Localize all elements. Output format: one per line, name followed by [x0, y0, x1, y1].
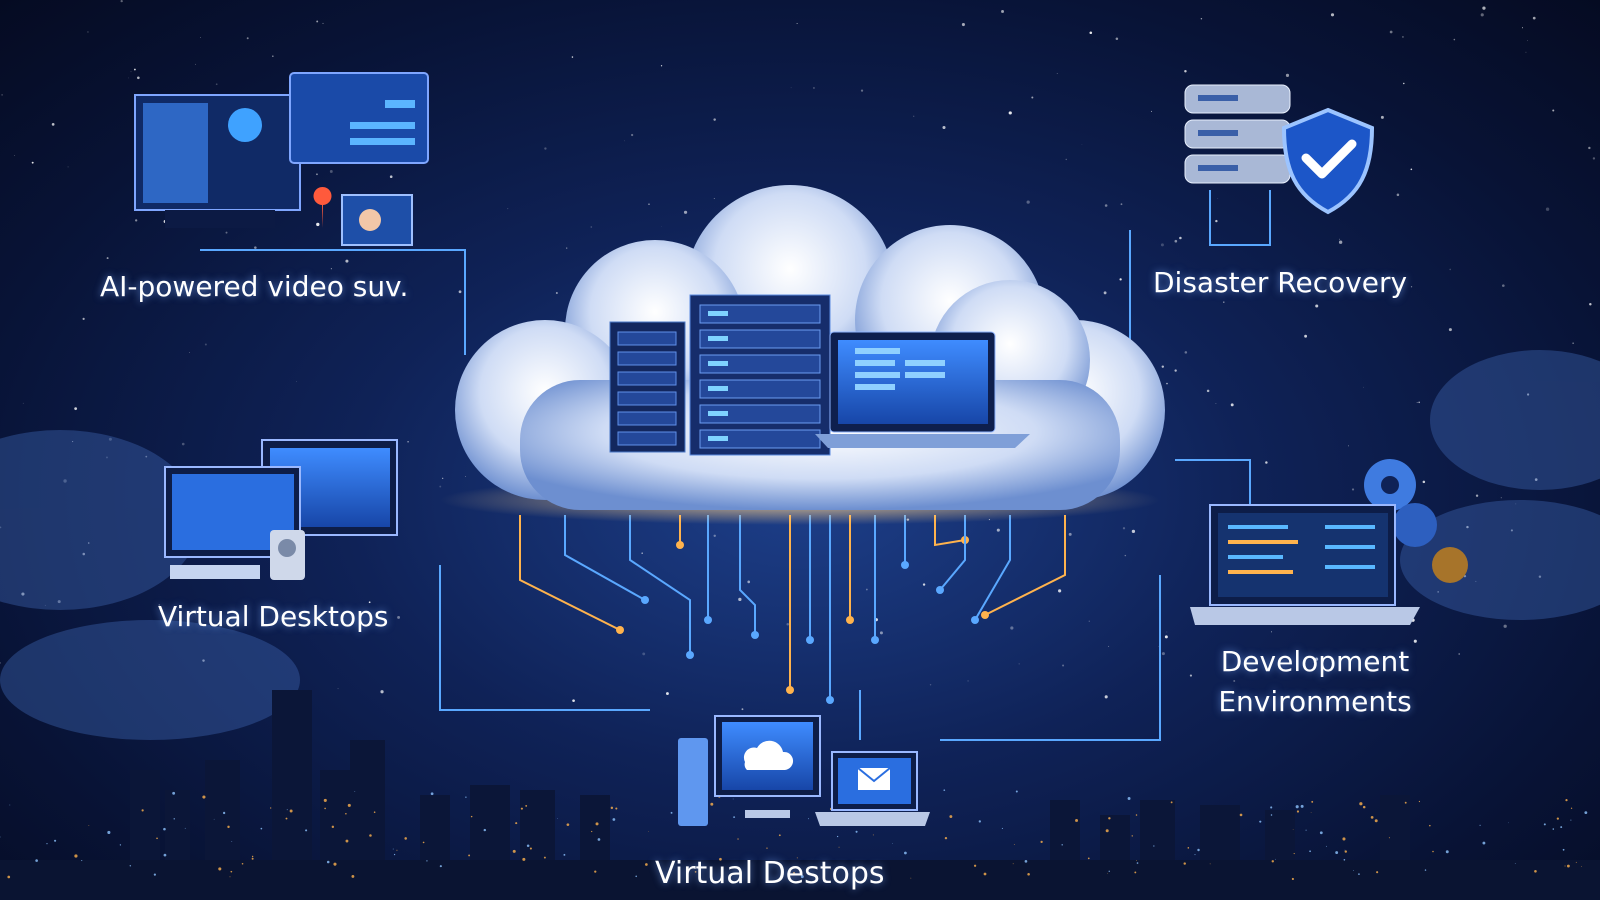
cloud-icon	[743, 740, 794, 770]
connector-lines	[200, 190, 1271, 741]
label-development-environments: Development Environments	[1195, 642, 1435, 722]
database-icon	[1184, 84, 1291, 184]
laptop-icon	[1190, 504, 1420, 625]
label-development-line2: Environments	[1218, 685, 1412, 718]
label-video-surveillance: AI-powered video suv.	[100, 270, 409, 303]
shield-check-icon	[1281, 107, 1375, 215]
label-virtual-desktops-bottom: Virtual Destops	[655, 856, 885, 891]
desktop-computer-icon	[678, 715, 821, 826]
laptop-icon	[815, 331, 1030, 448]
label-disaster-recovery: Disaster Recovery	[1153, 266, 1408, 299]
surveillance-monitor-icon	[134, 72, 429, 246]
label-development-line1: Development	[1220, 645, 1410, 678]
city-skyline	[0, 690, 1600, 900]
label-virtual-desktops: Virtual Desktops	[158, 600, 389, 633]
background-clouds	[0, 350, 1600, 740]
gear-icon	[1364, 459, 1468, 583]
email-icon	[815, 751, 930, 826]
desktop-computer-icon	[164, 439, 398, 580]
city-lights	[0, 789, 1588, 881]
server-rack-icon	[609, 294, 831, 456]
